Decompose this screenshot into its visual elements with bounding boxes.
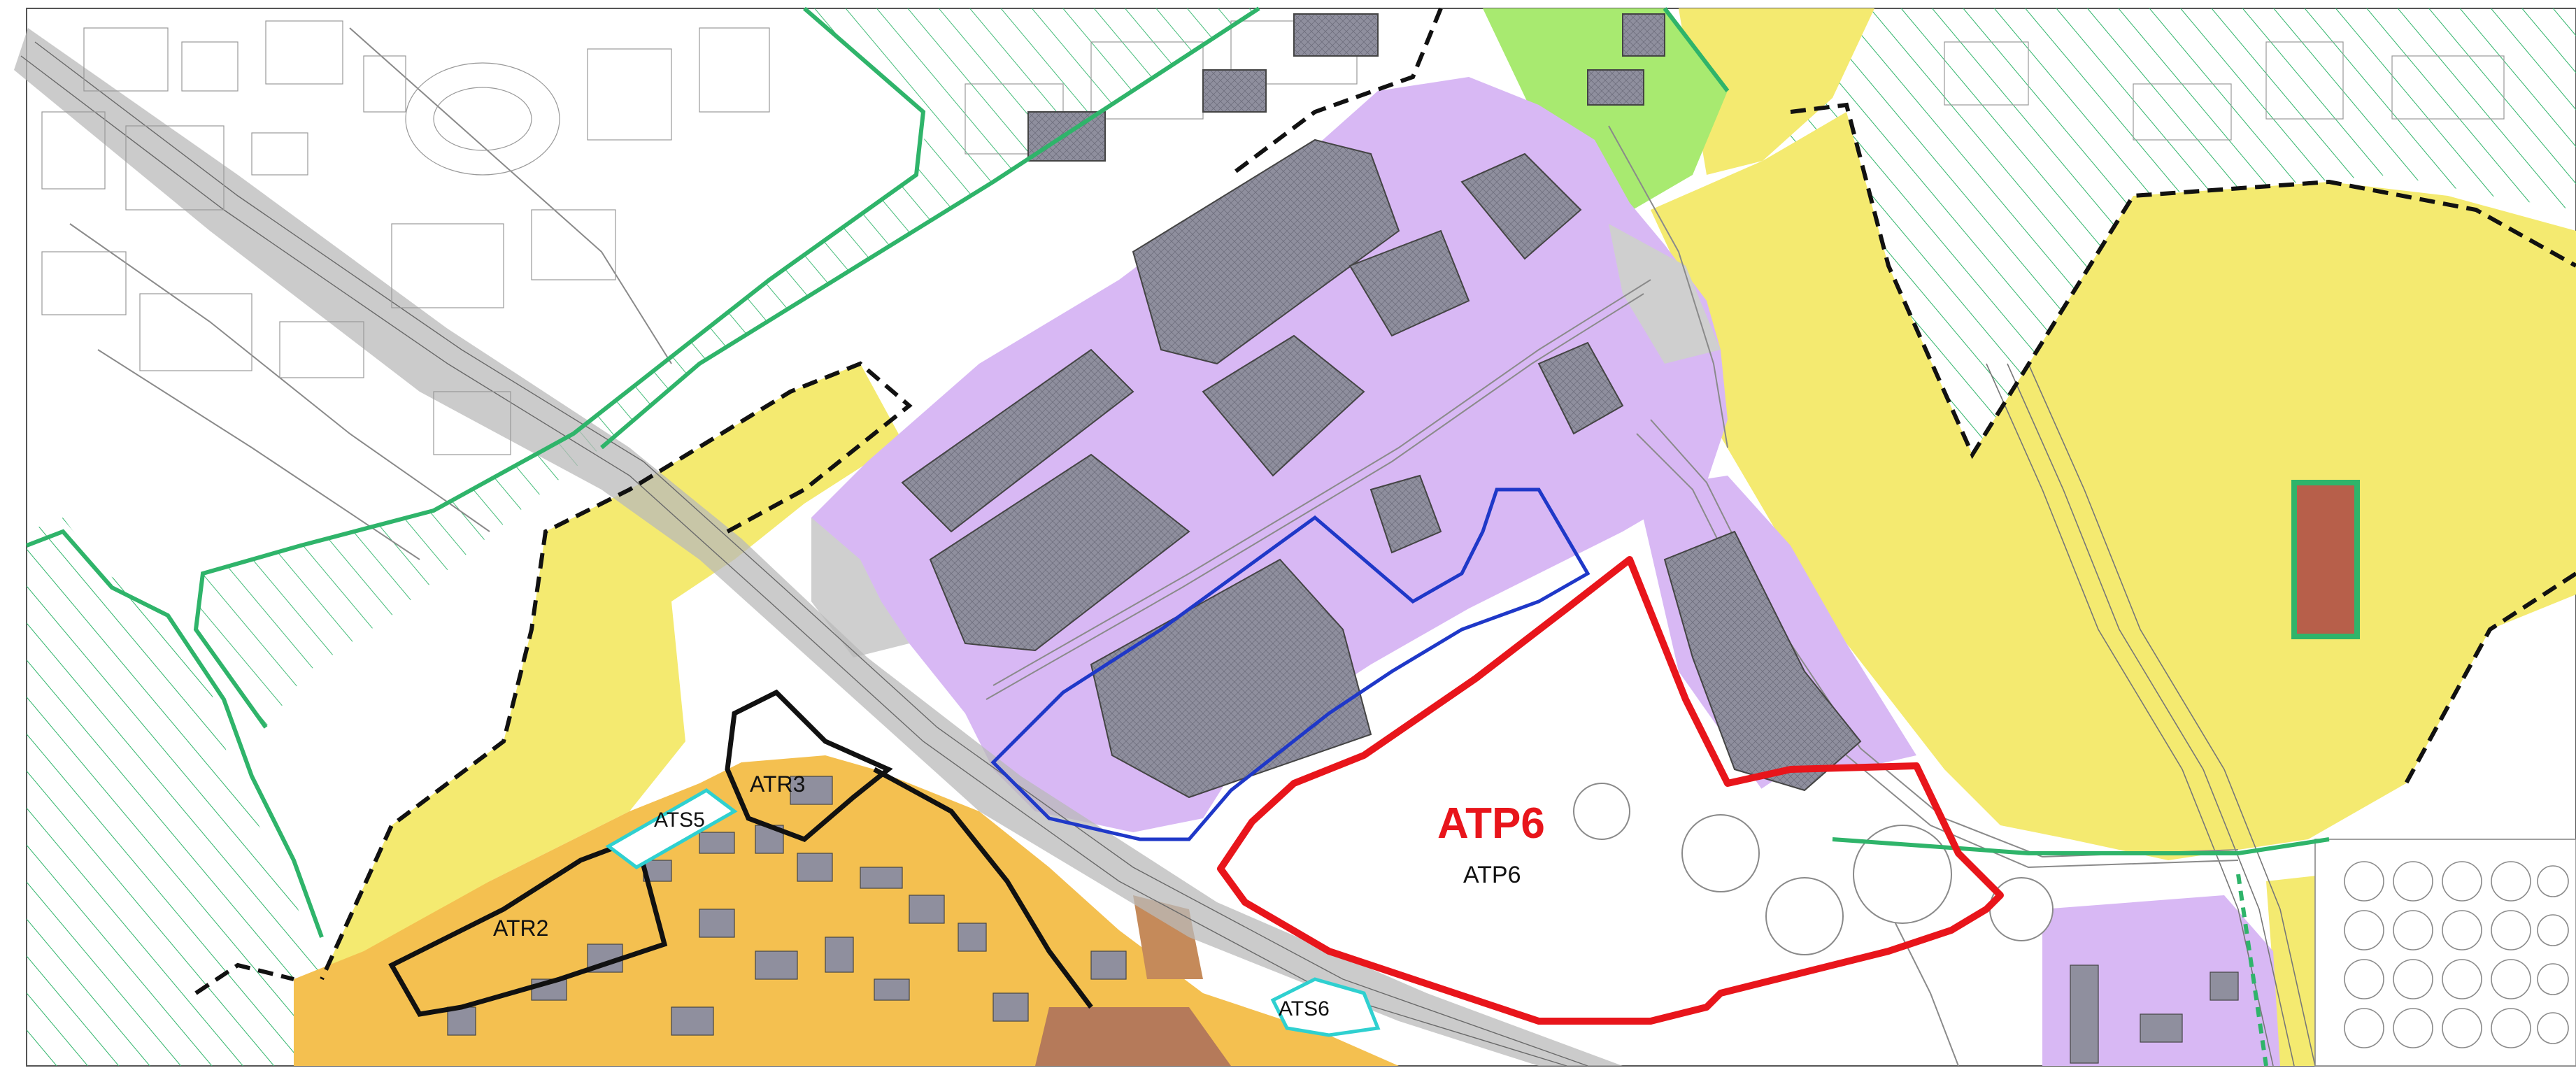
atr3-boundary xyxy=(725,689,893,843)
atr-boundaries xyxy=(388,689,1093,1017)
railway-corridor xyxy=(14,28,1623,1066)
atr2-label: ATR2 xyxy=(493,916,548,941)
hatched-zone-northeast xyxy=(1763,8,2576,455)
road-network xyxy=(69,27,2239,1067)
hatched-zone-west xyxy=(27,518,329,1066)
ats5-label: ATS5 xyxy=(654,809,705,832)
ats5-area xyxy=(605,788,738,869)
storage-tanks-east xyxy=(2314,839,2576,1067)
railway-east xyxy=(1986,363,2316,1067)
atr2-boundary xyxy=(388,836,668,1017)
green-space-north xyxy=(1483,8,1728,224)
plan-perimeter xyxy=(194,7,2576,995)
service-area-north xyxy=(1609,224,1721,364)
storage-tanks xyxy=(1573,783,2054,955)
urban-blocks xyxy=(41,20,2505,455)
hatched-zone-northwest xyxy=(196,8,1259,727)
atr3-label: ATR3 xyxy=(750,771,805,797)
service-area-west xyxy=(811,518,909,657)
green-space-park xyxy=(2291,480,2360,639)
ats6-label: ATS6 xyxy=(1279,997,1330,1020)
atp6-label-large: ATP6 xyxy=(1437,799,1545,848)
green-boundaries xyxy=(25,6,2330,1067)
yellow-zone-east xyxy=(1651,112,2576,860)
atp6-boundary xyxy=(1217,556,2004,1025)
residential-boundary xyxy=(873,767,1093,1009)
railway-tracks xyxy=(20,41,1588,1067)
industrial-zone-south-east xyxy=(2042,895,2280,1066)
industrial-buildings xyxy=(901,13,1862,799)
residential-buildings xyxy=(447,776,2239,1064)
yellow-zone-top xyxy=(1679,8,1874,175)
ats6-area xyxy=(1270,977,1381,1037)
blue-outlined-area xyxy=(990,487,1591,841)
atp6-label-small: ATP6 xyxy=(1463,862,1521,888)
residential-brown-block xyxy=(1035,1007,1231,1066)
residential-zone xyxy=(294,755,1399,1066)
